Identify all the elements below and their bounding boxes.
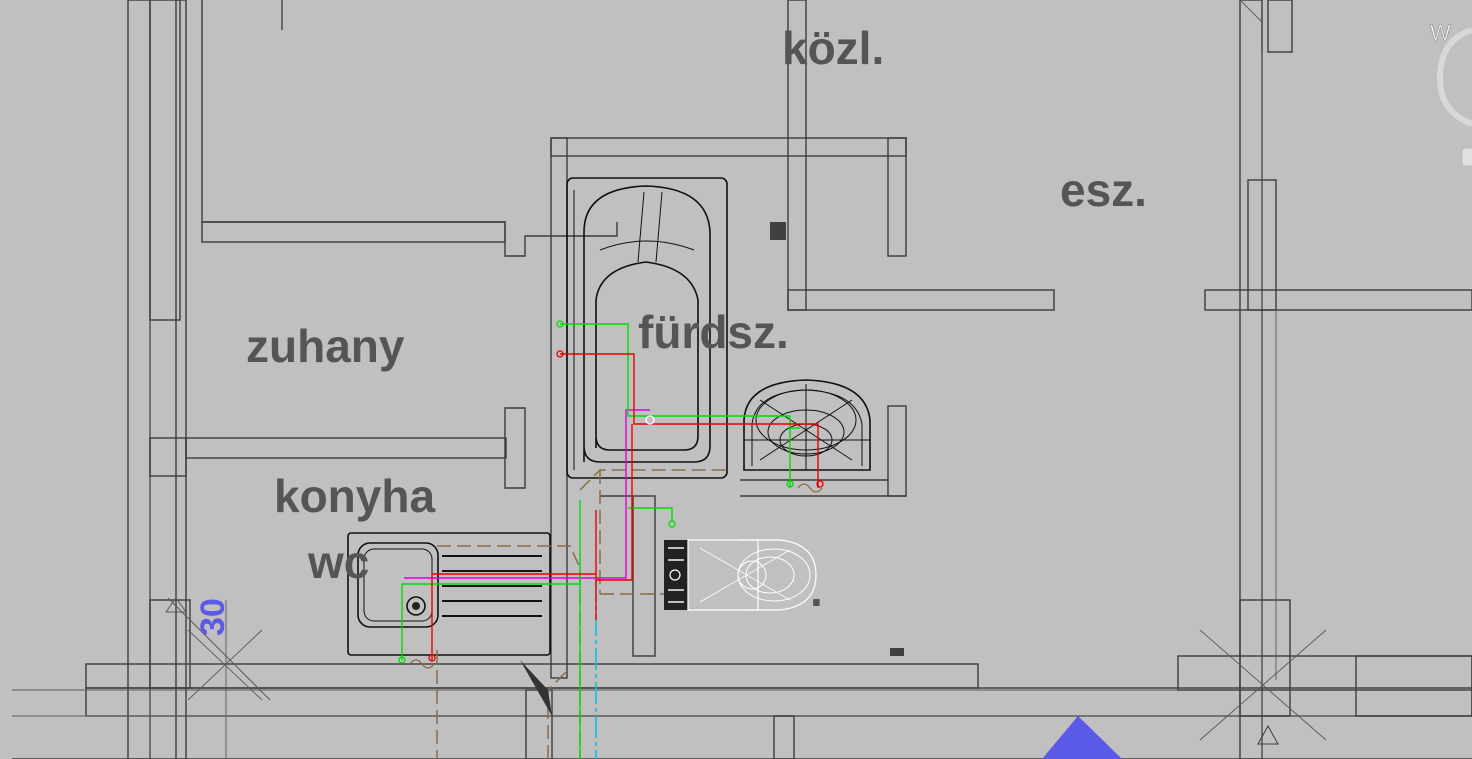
nav-marker-triangle	[1042, 716, 1122, 759]
room-label-kozl: közl.	[782, 22, 884, 74]
kitchen-sink[interactable]	[347, 532, 551, 656]
washbasin[interactable]	[743, 379, 871, 471]
bathtub[interactable]	[566, 177, 728, 479]
walls	[12, 0, 1472, 759]
room-label-esz: esz.	[1060, 164, 1147, 216]
circulation-pipes	[404, 409, 650, 579]
room-label-wc: wc	[307, 536, 369, 588]
cold-water-pipes	[401, 323, 800, 759]
compass-west-label: W	[1430, 20, 1451, 45]
toilet[interactable]	[664, 539, 817, 611]
room-label-wc-fragment: .	[810, 564, 823, 616]
room-label-konyha: konyha	[274, 470, 435, 522]
viewcube-ring[interactable]: W	[1430, 20, 1472, 167]
hot-water-pipes	[431, 353, 819, 660]
dimension-marker: 30	[165, 597, 271, 701]
dimension-label: 30	[194, 598, 232, 636]
pipe-endpoints	[398, 320, 824, 669]
room-label-zuhany: zuhany	[246, 320, 405, 372]
level-marker-icon	[520, 660, 1279, 745]
room-label-furdsz: fürdsz.	[638, 306, 789, 358]
